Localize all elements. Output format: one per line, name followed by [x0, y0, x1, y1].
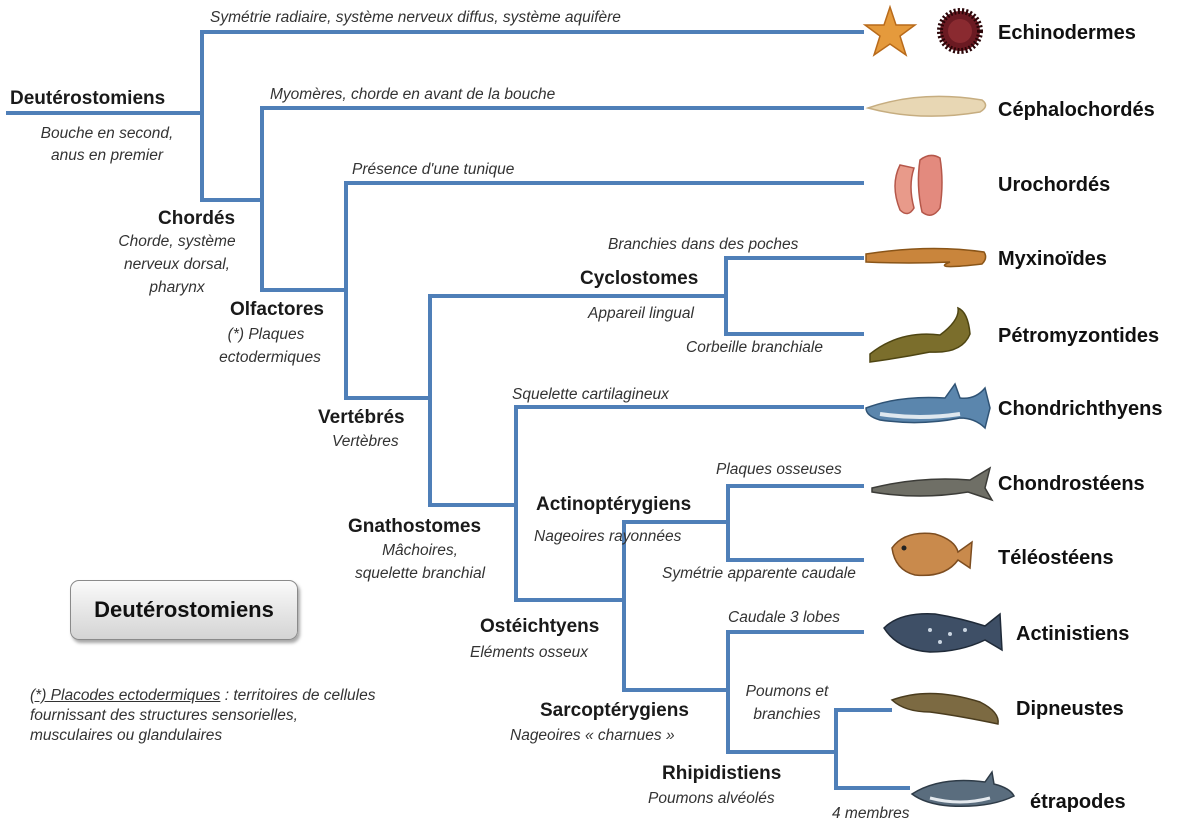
sea-urchin-icon	[940, 11, 980, 51]
node-rhipidistiens-trait-1: Poumons alvéolés	[648, 790, 775, 808]
branch-label-chondrosteens: Plaques osseuses	[716, 461, 842, 479]
node-cyclostomes-trait-1: Appareil lingual	[588, 305, 694, 323]
node-chordes-trait-2: nerveux dorsal,	[92, 256, 262, 274]
node-rhipidistiens-name: Rhipidistiens	[662, 763, 781, 785]
sea-squirt-icon	[895, 155, 942, 215]
node-sarcopterygiens-trait-1: Nageoires « charnues »	[510, 727, 675, 745]
taxon-dipneustes: Dipneustes	[1016, 698, 1124, 721]
node-actinopterygiens-trait-1: Nageoires rayonnées	[534, 528, 681, 546]
node-deuterostomiens-trait-2: anus en premier	[22, 147, 192, 165]
node-cyclostomes-name: Cyclostomes	[580, 268, 698, 290]
title-box: Deutérostomiens	[70, 580, 298, 640]
branch-label-urochordes: Présence d'une tunique	[352, 161, 514, 179]
node-chordes-trait-1: Chorde, système	[92, 233, 262, 251]
lancelet-icon	[868, 96, 986, 116]
branch-label-myxinoides: Branchies dans des poches	[608, 236, 798, 254]
grouper-icon	[892, 533, 972, 575]
footnote: (*) Placodes ectodermiques : territoires…	[30, 686, 375, 746]
node-gnathostomes-name: Gnathostomes	[348, 516, 481, 538]
coelacanth-icon	[884, 614, 1002, 652]
node-olfactores-trait-1: (*) Plaques	[196, 326, 336, 344]
taxon-actinistiens: Actinistiens	[1016, 623, 1129, 646]
taxon-tetrapodes: étrapodes	[1030, 791, 1126, 814]
taxon-cephalochordes: Céphalochordés	[998, 99, 1155, 122]
footnote-line-3: musculaires ou glandulaires	[30, 727, 222, 744]
footnote-line-2: fournissant des structures sensorielles,	[30, 707, 298, 724]
node-olfactores-name: Olfactores	[230, 299, 324, 321]
taxon-echinodermes: Echinodermes	[998, 22, 1136, 45]
lamprey-icon	[870, 308, 970, 362]
node-osteichtyens-name: Ostéichtyens	[480, 616, 599, 638]
branch-label-chondrichthyens: Squelette cartilagineux	[512, 386, 669, 404]
footnote-line-1: : territoires de cellules	[220, 687, 375, 704]
branch-label-petromyzontides: Corbeille branchiale	[686, 339, 823, 357]
footnote-term: (*) Placodes ectodermiques	[30, 687, 220, 704]
node-chordes-trait-3: pharynx	[92, 279, 262, 297]
taxon-urochordes: Urochordés	[998, 174, 1110, 197]
taxon-teleosteens: Téléostéens	[998, 547, 1114, 570]
node-deuterostomiens-trait-1: Bouche en second,	[22, 125, 192, 143]
node-deuterostomiens-name: Deutérostomiens	[10, 88, 165, 110]
branch-label-actinistiens: Caudale 3 lobes	[728, 609, 840, 627]
taxon-petromyzontides: Pétromyzontides	[998, 325, 1159, 348]
shark-icon	[866, 384, 990, 428]
node-vertebres-name: Vertébrés	[318, 407, 405, 429]
node-actinopterygiens-name: Actinoptérygiens	[536, 494, 691, 516]
branch-label-cephalochordes: Myomères, chorde en avant de la bouche	[270, 86, 555, 104]
node-osteichtyens-trait-1: Eléments osseux	[470, 644, 588, 662]
node-chordes-name: Chordés	[158, 208, 235, 230]
taxon-chondrosteens: Chondrostéens	[998, 473, 1145, 496]
node-olfactores-trait-2: ectodermiques	[196, 349, 344, 367]
taxon-chondrichthyens: Chondrichthyens	[998, 398, 1162, 421]
branch-label-teleosteens: Symétrie apparente caudale	[662, 565, 856, 583]
node-sarcopterygiens-name: Sarcoptérygiens	[540, 700, 689, 722]
taxon-myxinoides: Myxinoïdes	[998, 248, 1107, 271]
sturgeon-icon	[872, 468, 992, 500]
lungfish-icon	[892, 693, 998, 724]
dolphin-icon	[912, 772, 1014, 806]
starfish-icon	[865, 7, 915, 55]
branch-label-echinodermes: Symétrie radiaire, système nerveux diffu…	[210, 9, 621, 27]
hagfish-icon	[866, 248, 986, 266]
branch-label-dipneustes-1: Poumons et	[740, 683, 834, 701]
branch-label-tetrapodes: 4 membres	[832, 805, 910, 823]
node-gnathostomes-trait-1: Mâchoires,	[332, 542, 508, 560]
branch-label-dipneustes-2: branchies	[740, 706, 834, 724]
node-gnathostomes-trait-2: squelette branchial	[332, 565, 508, 583]
node-vertebres-trait-1: Vertèbres	[332, 433, 399, 451]
